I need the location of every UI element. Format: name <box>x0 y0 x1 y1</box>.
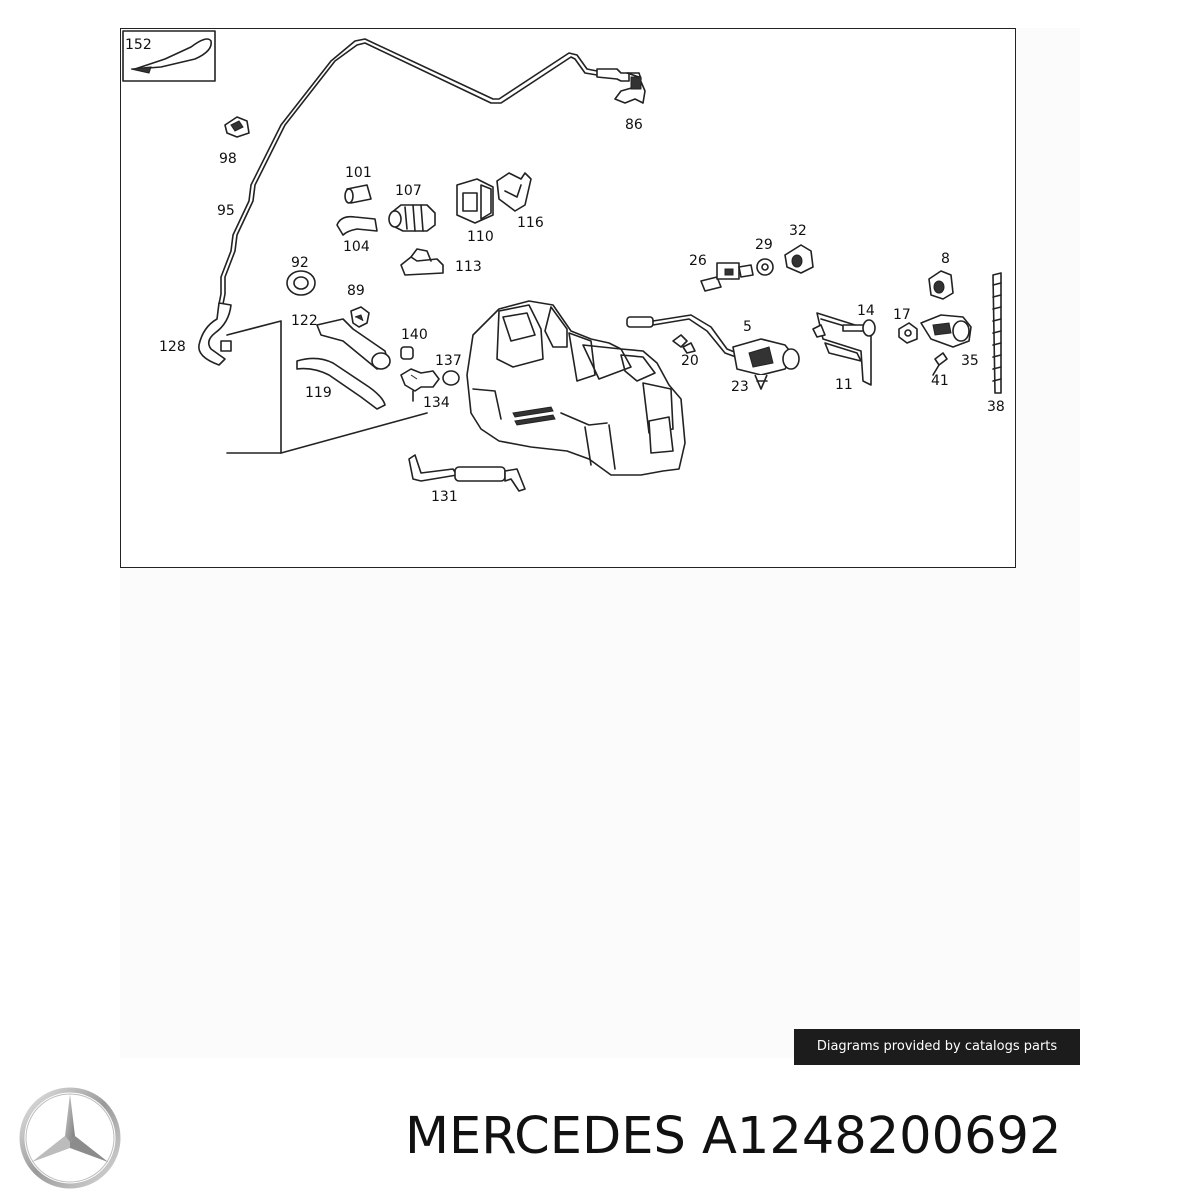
part-32: 32 <box>784 223 814 274</box>
part-101: 101 <box>344 165 372 204</box>
group-bracket-left <box>226 320 282 454</box>
callout-104: 104 <box>343 239 370 255</box>
part-137: 137 <box>435 353 462 386</box>
hose-128: 128 <box>159 302 232 366</box>
part-89: 89 <box>347 283 370 328</box>
ring-29: 29 <box>755 237 774 276</box>
callout-137: 137 <box>435 353 462 369</box>
sensor-86: 86 <box>596 68 646 133</box>
brand-name: MERCEDES <box>405 1107 686 1166</box>
callout-86: 86 <box>625 117 643 133</box>
callout-20: 20 <box>681 353 699 369</box>
callout-122: 122 <box>291 313 318 329</box>
callout-113: 113 <box>455 259 482 275</box>
part-title: MERCEDES A1248200692 <box>405 1107 1061 1166</box>
bolt-14: 14 <box>842 303 876 337</box>
callout-131: 131 <box>431 489 458 505</box>
strip-38: 38 <box>987 272 1005 415</box>
diagram-drawing: 152 86 98 95 101 <box>122 30 1005 505</box>
valve-134: 134 <box>400 368 450 411</box>
callout-95: 95 <box>217 203 235 219</box>
callout-17: 17 <box>893 307 911 323</box>
clip-98: 98 <box>219 116 250 167</box>
callout-92: 92 <box>291 255 309 271</box>
callout-110: 110 <box>467 229 494 245</box>
callout-134: 134 <box>423 395 450 411</box>
part-140: 140 <box>400 327 428 360</box>
callout-38: 38 <box>987 399 1005 415</box>
callout-152: 152 <box>125 37 152 53</box>
hose-104: 104 <box>336 215 378 255</box>
screw-41: 41 <box>931 352 949 389</box>
callout-26: 26 <box>689 253 707 269</box>
main-housing <box>466 300 686 476</box>
callout-98: 98 <box>219 151 237 167</box>
hose-119: 119 <box>296 357 386 410</box>
mercedes-star-logo <box>19 1087 121 1189</box>
callout-107: 107 <box>395 183 422 199</box>
part-113: 113 <box>400 248 482 276</box>
callout-5: 5 <box>743 319 752 335</box>
sensor-26: 26 <box>689 253 754 292</box>
pipe-131: 131 <box>408 454 526 505</box>
callout-8: 8 <box>941 251 950 267</box>
part-number: A1248200692 <box>702 1107 1062 1166</box>
grommet-92: 92 <box>286 255 316 296</box>
callout-119: 119 <box>305 385 332 401</box>
callout-14: 14 <box>857 303 875 319</box>
inset-box-152: 152 <box>122 30 216 82</box>
group-bracket-line <box>280 412 428 454</box>
part-107: 107 <box>388 183 436 232</box>
actuator-23: 23 <box>731 338 800 395</box>
pipe-95 <box>218 38 598 305</box>
callout-23: 23 <box>731 379 749 395</box>
callout-128: 128 <box>159 339 186 355</box>
nut-17: 17 <box>893 307 918 344</box>
callout-29: 29 <box>755 237 773 253</box>
callout-11: 11 <box>835 377 853 393</box>
callout-140: 140 <box>401 327 428 343</box>
callout-35: 35 <box>961 353 979 369</box>
part-35: 35 <box>920 314 979 369</box>
clip-20: 20 <box>672 334 699 369</box>
credit-badge: Diagrams provided by catalogs parts <box>794 1029 1080 1065</box>
callout-41: 41 <box>931 373 949 389</box>
callout-32: 32 <box>789 223 807 239</box>
part-116: 116 <box>496 172 544 231</box>
part-8: 8 <box>928 251 954 300</box>
callout-101: 101 <box>345 165 372 181</box>
callout-89: 89 <box>347 283 365 299</box>
part-110: 110 <box>456 178 494 245</box>
parts-diagram: 152 86 98 95 101 <box>120 28 1016 568</box>
hose-122: 122 <box>291 313 391 370</box>
callout-116: 116 <box>517 215 544 231</box>
